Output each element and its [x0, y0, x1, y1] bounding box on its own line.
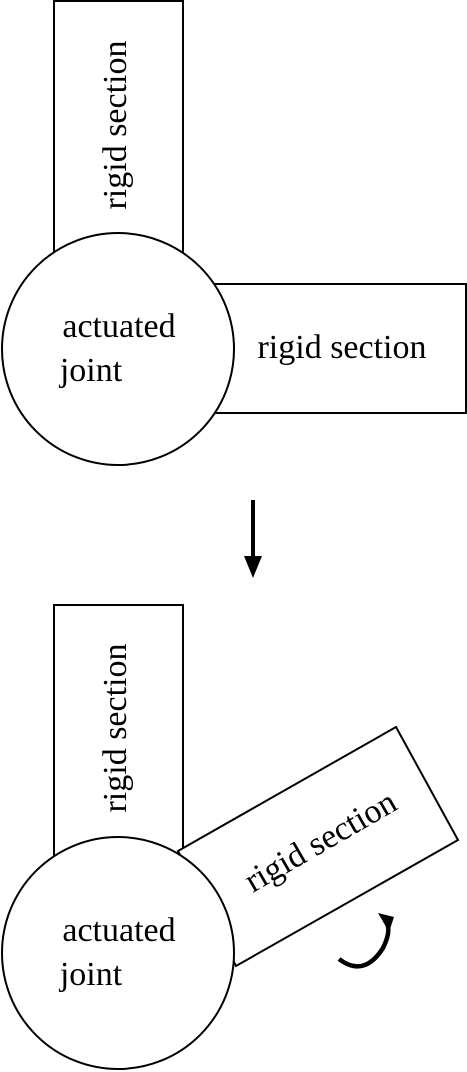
top-horizontal-rigid-section-box — [195, 283, 467, 414]
top-vertical-rigid-section: rigid section — [53, 0, 184, 258]
top-horizontal-rigid-section: rigid section — [195, 283, 467, 414]
top-configuration: rigid section rigid section actuated joi… — [1, 0, 467, 466]
arrow-down-icon — [244, 500, 262, 578]
bottom-vertical-rigid-section: rigid section — [53, 604, 184, 862]
rotation-arc — [337, 922, 391, 969]
top-vertical-rigid-section-box — [53, 0, 184, 258]
bottom-vertical-rigid-section-label: rigid section — [97, 643, 134, 812]
bottom-joint-label-line1: actuated — [62, 912, 175, 949]
bottom-configuration: rigid section rigid section actuated joi… — [1, 604, 460, 1070]
top-joint-label-line2: joint — [59, 352, 123, 389]
top-actuated-joint-circle — [1, 232, 235, 466]
bottom-rotated-rigid-section: rigid section — [176, 725, 460, 968]
bottom-joint-label-line2: joint — [59, 956, 123, 993]
top-vertical-rigid-section-label: rigid section — [97, 40, 134, 209]
rotation-arrowhead — [378, 913, 394, 932]
curved-arrow-rotation-icon — [337, 913, 394, 969]
top-horizontal-rigid-section-label: rigid section — [257, 329, 426, 366]
arrow-down-head — [244, 556, 262, 578]
bottom-actuated-joint-circle — [1, 836, 235, 1070]
top-actuated-joint: actuated joint — [1, 232, 235, 466]
top-joint-label-line1: actuated — [62, 308, 175, 345]
bottom-actuated-joint: actuated joint — [1, 836, 235, 1070]
